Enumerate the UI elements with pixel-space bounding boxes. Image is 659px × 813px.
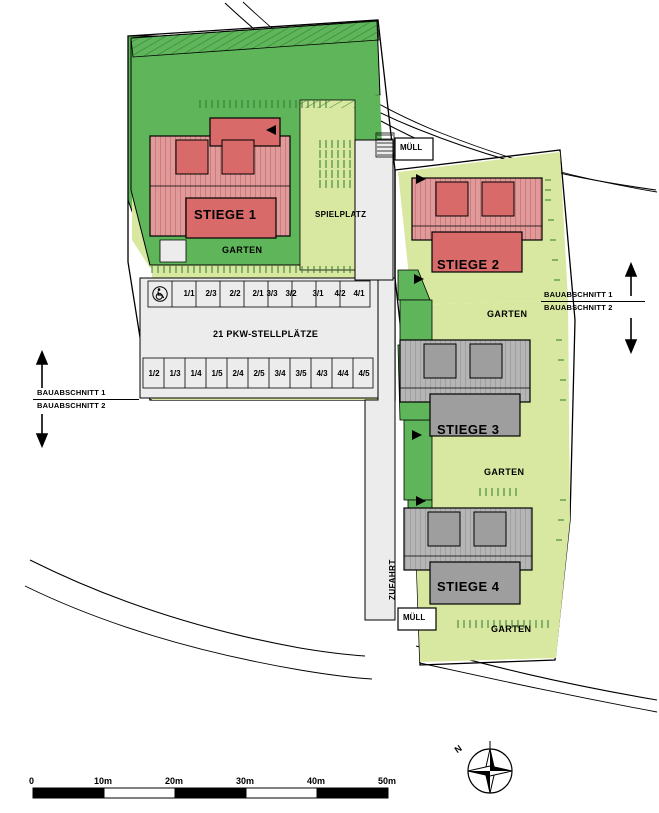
scale-bar <box>32 787 389 799</box>
building-stiege-1 <box>149 117 291 239</box>
parking-stall-label: 4/3 <box>316 369 328 378</box>
parking-stall-label: 4/2 <box>334 289 346 298</box>
section-arrow-left <box>35 349 49 449</box>
path-stiege-1 <box>159 239 187 263</box>
section-label-left-1: BAUABSCHNITT 1 <box>37 388 106 397</box>
section-divider-left <box>33 399 139 400</box>
muell-top-box <box>394 137 434 161</box>
parking-stall-label: 4/5 <box>358 369 370 378</box>
grass-fringe-garten1 <box>151 266 375 273</box>
muell-bottom-box <box>397 607 437 631</box>
entry-arrow-1 <box>266 125 276 135</box>
driveway-upper <box>354 139 394 281</box>
parking-stall-label: 2/1 <box>252 289 264 298</box>
compass-rose <box>467 741 513 794</box>
building-label-stiege-3: STIEGE 3 <box>437 422 500 437</box>
building-label-stiege-1: STIEGE 1 <box>194 207 257 222</box>
parking-lot-surface <box>139 277 379 399</box>
building-stiege-2 <box>411 177 543 273</box>
section-label-right-2: BAUABSCHNITT 2 <box>544 303 613 312</box>
area-label-zufahrt: ZUFAHRT <box>388 559 397 600</box>
scale-tick-label: 10m <box>94 776 113 786</box>
area-label-muell-bottom: MÜLL <box>403 613 426 622</box>
parking-title: 21 PKW-STELLPLÄTZE <box>213 329 319 339</box>
building-label-stiege-4: STIEGE 4 <box>437 579 500 594</box>
parking-stall-label: 4/4 <box>337 369 349 378</box>
section-label-right-1: BAUABSCHNITT 1 <box>544 290 613 299</box>
wheelchair-icon <box>152 286 168 302</box>
parking-stalls-upper <box>147 280 371 308</box>
parking-stall-label: 2/2 <box>229 289 241 298</box>
section-divider-right <box>541 301 645 302</box>
area-label-garten-4: GARTEN <box>491 624 532 634</box>
area-label-muell-top: MÜLL <box>400 143 423 152</box>
building-stiege-4 <box>403 507 533 605</box>
area-label-spielplatz: SPIELPLATZ <box>315 210 367 219</box>
parking-stall-label: 1/5 <box>211 369 223 378</box>
scale-tick-label: 20m <box>165 776 184 786</box>
building-stiege-3 <box>399 339 531 437</box>
grass-fringe-spielplatz <box>319 140 351 188</box>
section-label-left-2: BAUABSCHNITT 2 <box>37 401 106 410</box>
building-label-stiege-2: STIEGE 2 <box>437 257 500 272</box>
scale-tick-label: 30m <box>236 776 255 786</box>
parking-stall-label: 1/2 <box>148 369 160 378</box>
area-label-garten-2: GARTEN <box>487 309 528 319</box>
green-wedge-3 <box>403 419 433 501</box>
grass-fringe-north <box>199 100 327 108</box>
parking-stall-label: 2/5 <box>253 369 265 378</box>
parking-stall-label: 4/1 <box>353 289 365 298</box>
parking-stall-label: 1/3 <box>169 369 181 378</box>
parking-stall-label: 2/4 <box>232 369 244 378</box>
parking-stall-label: 1/4 <box>190 369 202 378</box>
entry-arrow-3 <box>412 430 422 440</box>
grass-fringe-garten2 <box>479 488 517 496</box>
parking-stall-label: 3/3 <box>266 289 278 298</box>
area-label-garten-3: GARTEN <box>484 467 525 477</box>
parking-stalls-lower <box>142 357 374 389</box>
section-arrow-right <box>624 261 638 355</box>
area-label-garten-1: GARTEN <box>222 245 263 255</box>
entry-arrow-2b <box>414 274 424 284</box>
muell-top-hatch <box>375 132 395 158</box>
parking-stall-label: 1/1 <box>183 289 195 298</box>
parking-stall-label: 2/3 <box>205 289 217 298</box>
entry-arrow-2 <box>416 174 426 184</box>
green-wedge-2 <box>399 299 433 346</box>
scale-tick-label: 0 <box>29 776 35 786</box>
scale-tick-label: 50m <box>378 776 397 786</box>
parking-stall-label: 3/1 <box>312 289 324 298</box>
spielplatz-hatch <box>300 100 355 108</box>
hatch-edge-topleft <box>130 20 380 58</box>
hedge-east <box>545 179 566 541</box>
parking-stall-label: 3/2 <box>285 289 297 298</box>
spielplatz-area <box>299 99 356 271</box>
entry-arrow-4 <box>416 496 426 506</box>
parking-stall-label: 3/4 <box>274 369 286 378</box>
grass-fringe-garten4 <box>457 620 549 628</box>
scale-tick-label: 40m <box>307 776 326 786</box>
parking-stall-label: 3/5 <box>295 369 307 378</box>
